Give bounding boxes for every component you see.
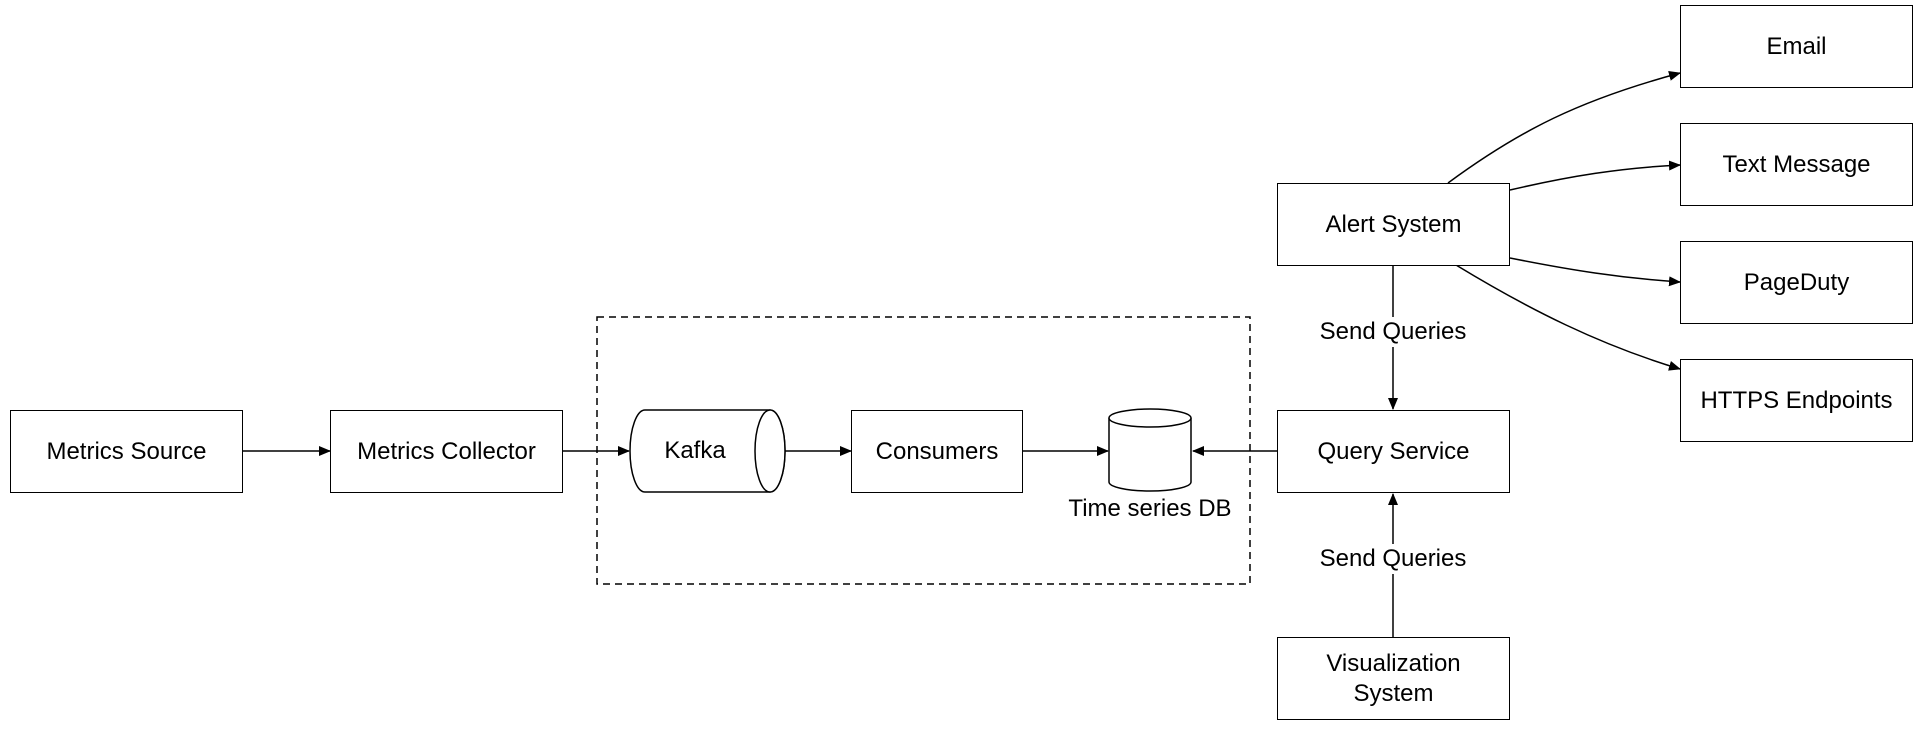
metrics-collector-node: Metrics Collector	[330, 410, 563, 493]
metrics-source-node: Metrics Source	[10, 410, 243, 493]
email-node: Email	[1680, 5, 1913, 88]
metrics-source-label: Metrics Source	[46, 437, 207, 465]
metrics-collector-label: Metrics Collector	[357, 437, 536, 465]
arrow-alert-to-email	[1447, 71, 1681, 184]
visualization-system-label-line1: Visualization	[1326, 649, 1461, 677]
query-service-label: Query Service	[1317, 437, 1470, 465]
time-series-db-cylinder	[1108, 408, 1192, 492]
https-endpoints-node: HTTPS Endpoints	[1680, 359, 1913, 442]
arrow-alert-to-text-message	[1509, 160, 1681, 191]
consumers-label: Consumers	[875, 437, 999, 465]
arrow-alert-to-https	[1455, 264, 1681, 371]
kafka-cylinder	[629, 409, 786, 493]
time-series-db-label: Time series DB	[1068, 495, 1232, 522]
consumers-node: Consumers	[851, 410, 1023, 493]
https-endpoints-label: HTTPS Endpoints	[1700, 386, 1893, 414]
email-label: Email	[1766, 32, 1827, 60]
edge-label-alert-to-query: Send Queries	[1303, 317, 1483, 347]
text-message-node: Text Message	[1680, 123, 1913, 206]
text-message-label: Text Message	[1722, 150, 1871, 178]
arrow-alert-to-pageduty	[1509, 257, 1681, 287]
edge-label-visualization-to-query: Send Queries	[1303, 544, 1483, 574]
alert-system-label: Alert System	[1325, 210, 1462, 238]
kafka-label: Kafka	[664, 437, 726, 464]
visualization-system-label-line2: System	[1353, 679, 1434, 707]
visualization-system-node: Visualization System	[1277, 637, 1510, 720]
pageduty-node: PageDuty	[1680, 241, 1913, 324]
alert-system-node: Alert System	[1277, 183, 1510, 266]
pageduty-label: PageDuty	[1743, 268, 1850, 296]
query-service-node: Query Service	[1277, 410, 1510, 493]
